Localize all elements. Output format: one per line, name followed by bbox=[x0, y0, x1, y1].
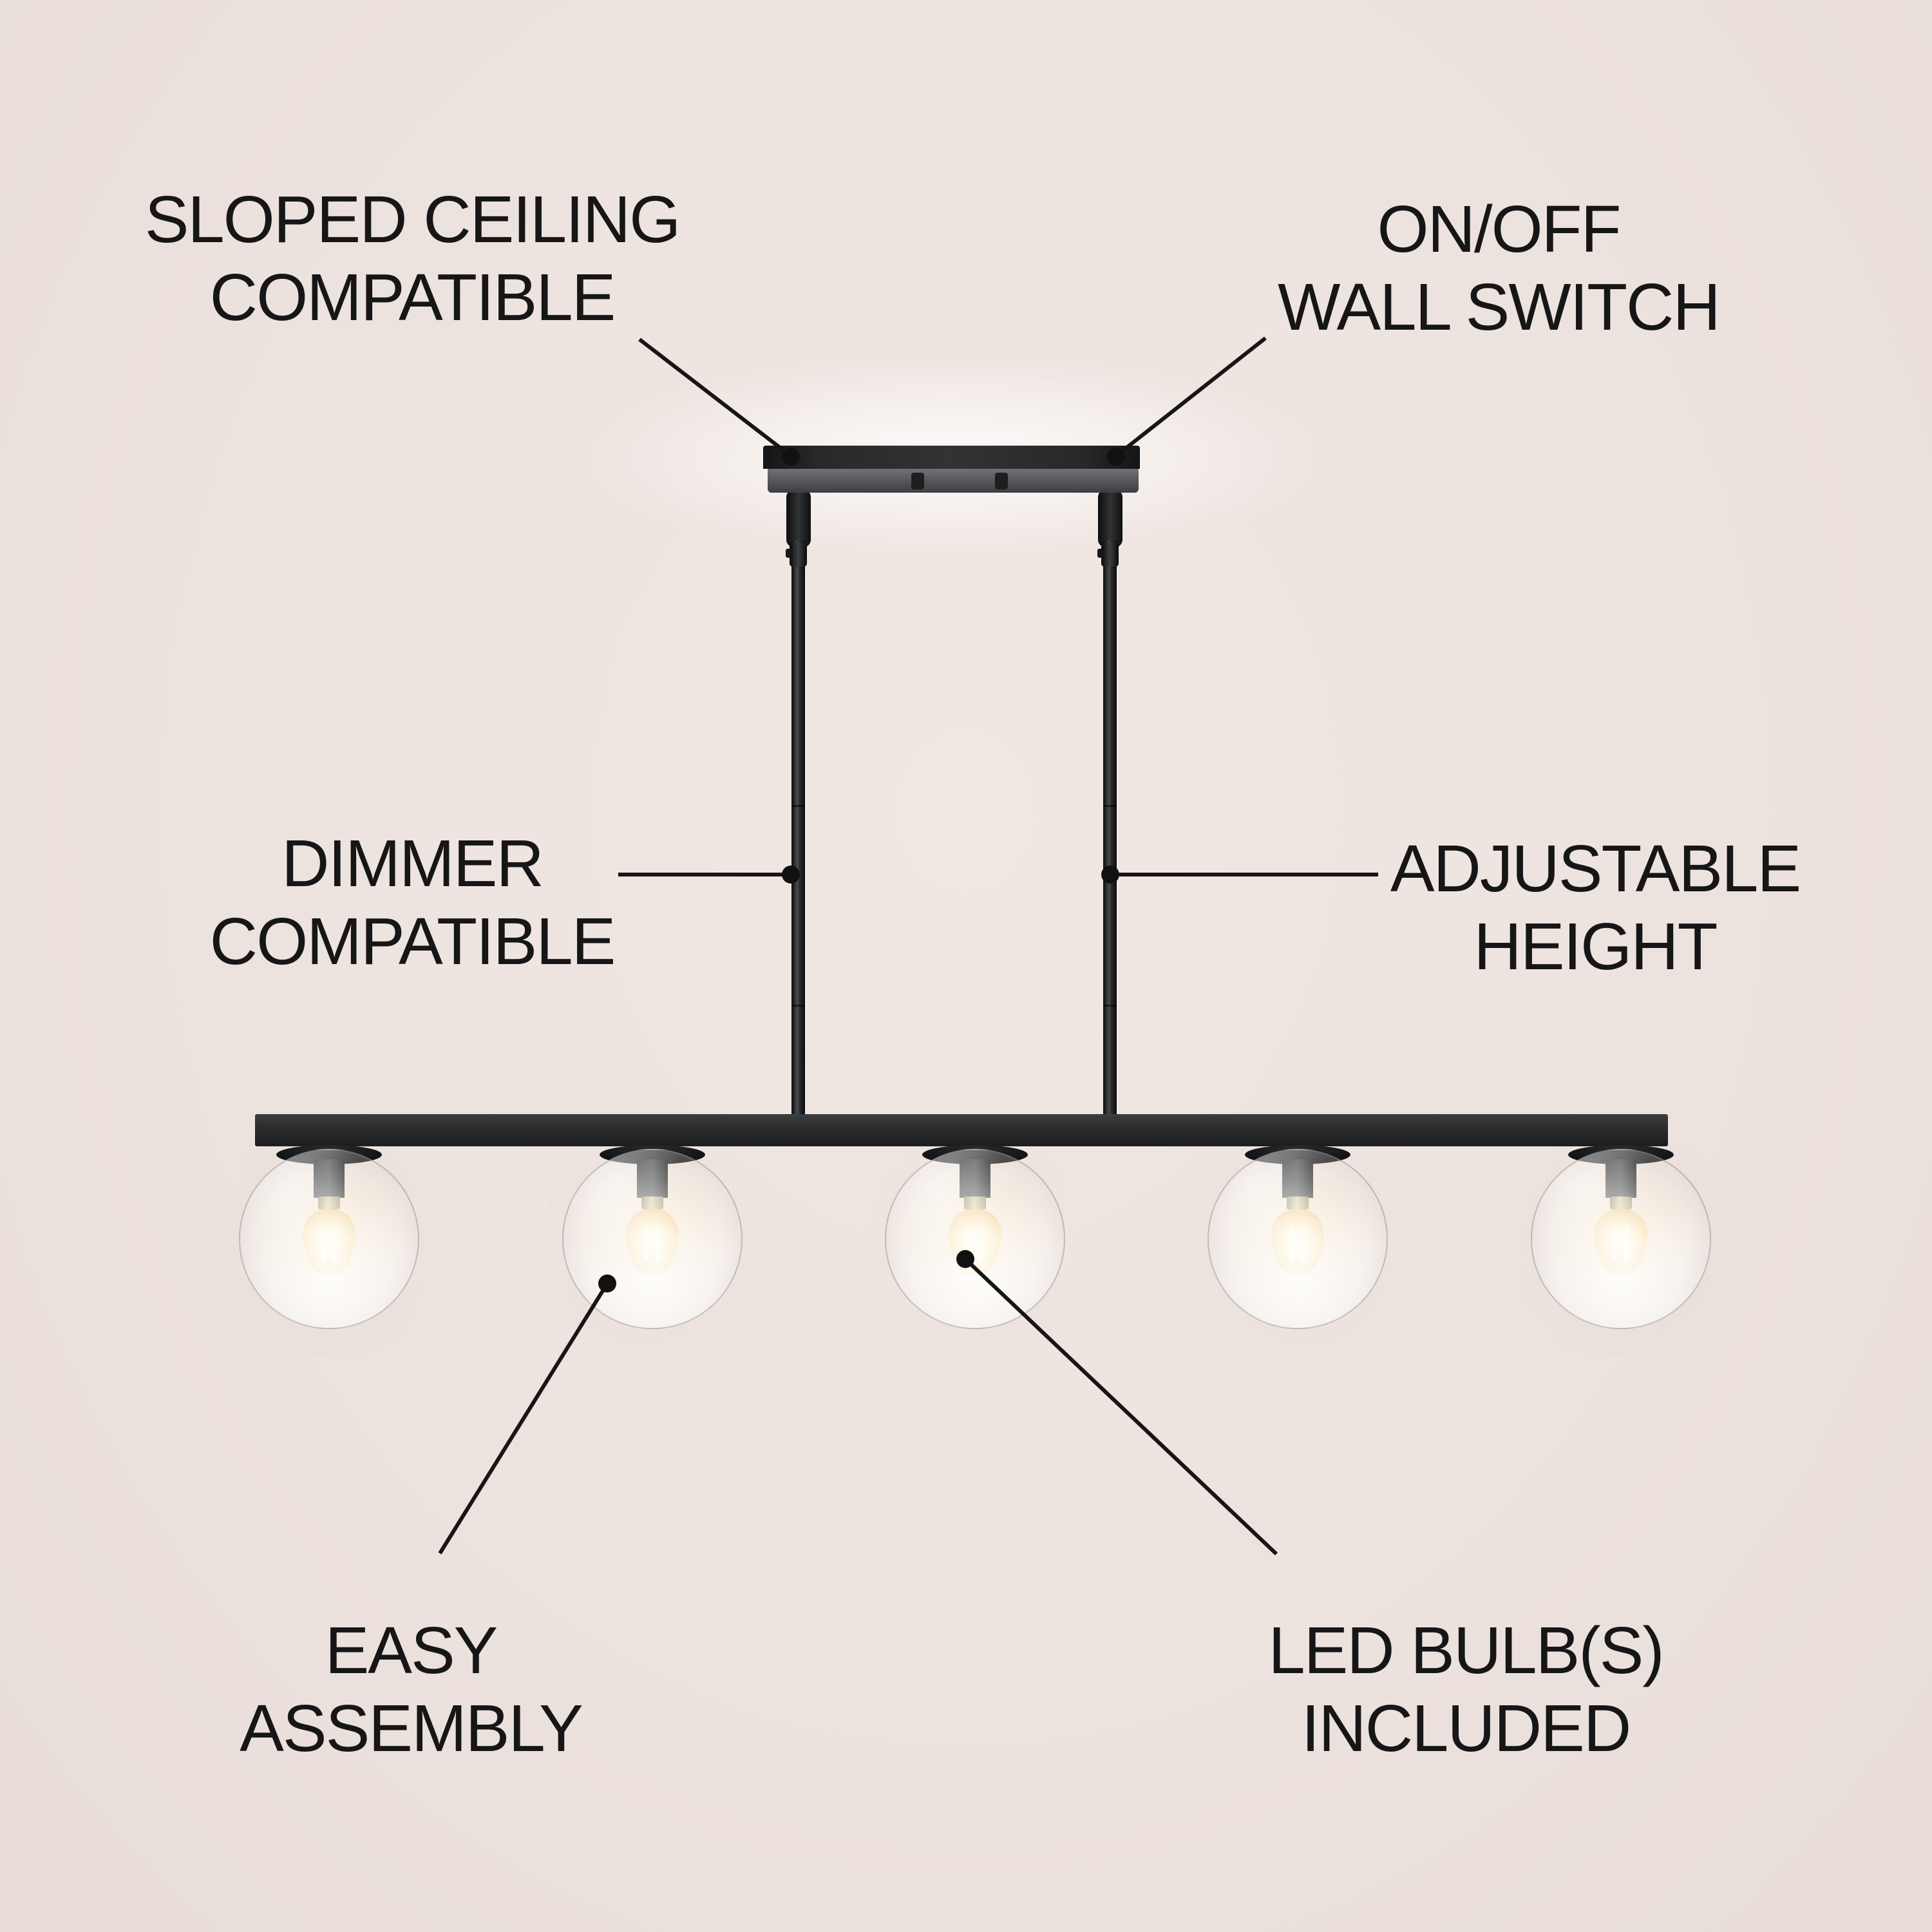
label-line: LED BULB(S) bbox=[1268, 1613, 1664, 1687]
globe-light-5 bbox=[1531, 1145, 1711, 1338]
glass-globe bbox=[239, 1149, 419, 1329]
label-line: ON/OFF bbox=[1377, 192, 1621, 266]
set-screw bbox=[786, 549, 791, 558]
glass-globe bbox=[1208, 1149, 1388, 1329]
label-led-bulbs-included: LED BULB(S) INCLUDED bbox=[1268, 1611, 1664, 1767]
canopy-keyhole-slot bbox=[995, 473, 1008, 489]
leader-line-easy-assembly bbox=[438, 1282, 609, 1555]
downrod-left bbox=[786, 541, 807, 1121]
leader-line-led-bulbs bbox=[963, 1257, 1278, 1556]
rod-coupler bbox=[790, 542, 807, 567]
label-sloped-ceiling-compatible: SLOPED CEILING COMPATIBLE bbox=[144, 180, 681, 336]
label-easy-assembly: EASY ASSEMBLY bbox=[240, 1611, 583, 1767]
label-dimmer-compatible: DIMMER COMPATIBLE bbox=[209, 824, 616, 980]
label-line: INCLUDED bbox=[1301, 1691, 1632, 1765]
callout-dot-wall-switch bbox=[1107, 448, 1125, 466]
rod-seam bbox=[791, 805, 805, 807]
callout-dot-adjustable-height bbox=[1101, 866, 1119, 884]
callout-dot-dimmer bbox=[782, 866, 800, 884]
label-line: SLOPED CEILING bbox=[144, 182, 681, 256]
canopy-keyhole-slot bbox=[911, 473, 924, 489]
globe-light-1 bbox=[239, 1145, 419, 1338]
ceiling-canopy bbox=[763, 446, 1140, 469]
globe-light-4 bbox=[1208, 1145, 1388, 1338]
callout-dot-led-bulbs bbox=[956, 1250, 974, 1268]
label-on-off-wall-switch: ON/OFF WALL SWITCH bbox=[1278, 190, 1721, 346]
label-line: COMPATIBLE bbox=[209, 260, 616, 334]
sloped-ceiling-swivel-joint bbox=[786, 489, 811, 547]
rod-coupler bbox=[1101, 542, 1119, 567]
leader-line-wall-switch bbox=[1115, 336, 1267, 458]
label-line: WALL SWITCH bbox=[1278, 270, 1721, 344]
sloped-ceiling-swivel-joint bbox=[1098, 489, 1122, 547]
downrod-right bbox=[1097, 541, 1119, 1121]
glass-globe bbox=[1531, 1149, 1711, 1329]
label-adjustable-height: ADJUSTABLE HEIGHT bbox=[1390, 829, 1801, 985]
label-line: DIMMER bbox=[281, 826, 544, 900]
rod-seam bbox=[791, 1005, 805, 1007]
label-line: HEIGHT bbox=[1473, 909, 1718, 983]
rod-seam bbox=[1103, 1005, 1117, 1007]
callout-dot-sloped-ceiling bbox=[782, 448, 800, 466]
glass-globe bbox=[562, 1149, 743, 1329]
callout-dot-easy-assembly bbox=[598, 1274, 616, 1293]
fixture-bar bbox=[255, 1114, 1668, 1146]
label-line: EASY bbox=[325, 1613, 498, 1687]
glass-globe bbox=[885, 1149, 1065, 1329]
globe-light-3 bbox=[885, 1145, 1065, 1338]
label-line: ADJUSTABLE bbox=[1390, 831, 1801, 905]
ceiling-canopy-underside bbox=[768, 469, 1139, 493]
rod-seam bbox=[1103, 805, 1117, 807]
label-line: ASSEMBLY bbox=[240, 1691, 583, 1765]
set-screw bbox=[1097, 549, 1103, 558]
leader-line-sloped-ceiling bbox=[638, 337, 792, 458]
label-line: COMPATIBLE bbox=[209, 904, 616, 978]
globe-light-2 bbox=[562, 1145, 743, 1338]
